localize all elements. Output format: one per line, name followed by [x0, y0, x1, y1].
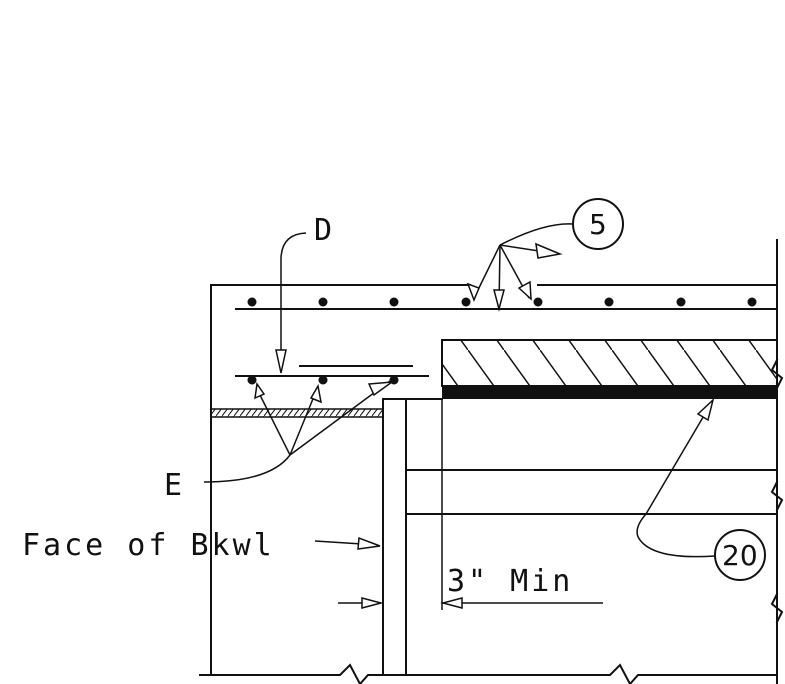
bottom-baseline [199, 663, 778, 684]
approach-slab [441, 339, 778, 399]
top-rebar-dots [247, 297, 757, 307]
callout-20-number: 20 [722, 539, 758, 572]
callout-5 [466, 198, 624, 312]
deck-outline [210, 239, 778, 684]
leader-e [203, 380, 395, 483]
label-3-min: 3" Min [447, 564, 573, 599]
label-d: D [314, 213, 335, 248]
label-face-of-bkwl: Face of Bkwl [22, 528, 275, 563]
backwall [382, 398, 778, 676]
hatched-bearing-strip [210, 408, 384, 418]
callout-5-number: 5 [589, 208, 607, 241]
dimension-3-min [338, 597, 603, 609]
label-e: E [164, 468, 185, 503]
callout-20 [636, 397, 766, 581]
leader-face-of-bkwl [314, 536, 381, 550]
right-break-marks [770, 358, 784, 624]
leader-d [275, 232, 307, 374]
